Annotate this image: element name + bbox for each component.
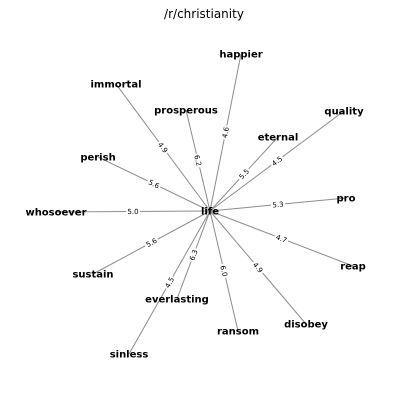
graph-title: /r/christianity — [164, 7, 244, 21]
edge-weight-bg-disobey — [250, 259, 266, 276]
node-layer: happier immortal prosperous quality eternal p… — [25, 50, 365, 361]
edge-weight-bg-prosperous — [192, 152, 204, 169]
edge-weight-bg-sinless — [162, 274, 177, 291]
edge-weight-bg-pro — [270, 199, 286, 210]
node-label-reap: reap — [340, 262, 366, 273]
node-label-immortal: immortal — [90, 80, 141, 91]
edge-weight-bg-happier — [219, 124, 232, 141]
node-label-ransom: ransom — [217, 327, 259, 338]
edge-weight-bg-everlasting — [186, 246, 201, 264]
edge-weight-bg-perish — [145, 176, 163, 192]
edge-weight-ransom: 6.0 — [218, 265, 228, 278]
edge-weight-happier: 4.6 — [221, 126, 231, 139]
edge-weight-pro: 5.3 — [272, 200, 284, 209]
edge-weight-bg-immortal — [155, 139, 171, 156]
edge-weight-bg-quality — [268, 153, 286, 169]
node-label-everlasting: everlasting — [145, 295, 209, 306]
node-label-sinless: sinless — [110, 350, 149, 361]
node-label-happier: happier — [219, 50, 262, 61]
edge-weight-whosoever: 5.0 — [127, 208, 138, 216]
node-label-disobey: disobey — [284, 320, 328, 331]
edge-weight-bg-whosoever — [125, 206, 141, 217]
edge-weight-bg-ransom — [218, 263, 230, 279]
node-label-sustain: sustain — [72, 270, 113, 281]
node-label-eternal: eternal — [258, 133, 299, 144]
node-label-quality: quality — [324, 107, 364, 118]
edge-weight-reap: 4.7 — [275, 233, 288, 244]
node-label-pro: pro — [337, 194, 356, 205]
edge-weight-bg-reap — [273, 231, 290, 246]
node-label-perish: perish — [80, 153, 115, 164]
center-node-label: life — [201, 207, 219, 218]
edge-weight-prosperous: 6.2 — [192, 154, 202, 167]
edge-weight-everlasting: 6.3 — [188, 249, 199, 262]
edge-weight-bg-sustain — [143, 235, 160, 250]
node-label-whosoever: whosoever — [25, 208, 86, 219]
edge-weight-bg-eternal — [235, 165, 253, 183]
node-label-prosperous: prosperous — [154, 106, 218, 117]
edge-layer — [55, 53, 354, 355]
